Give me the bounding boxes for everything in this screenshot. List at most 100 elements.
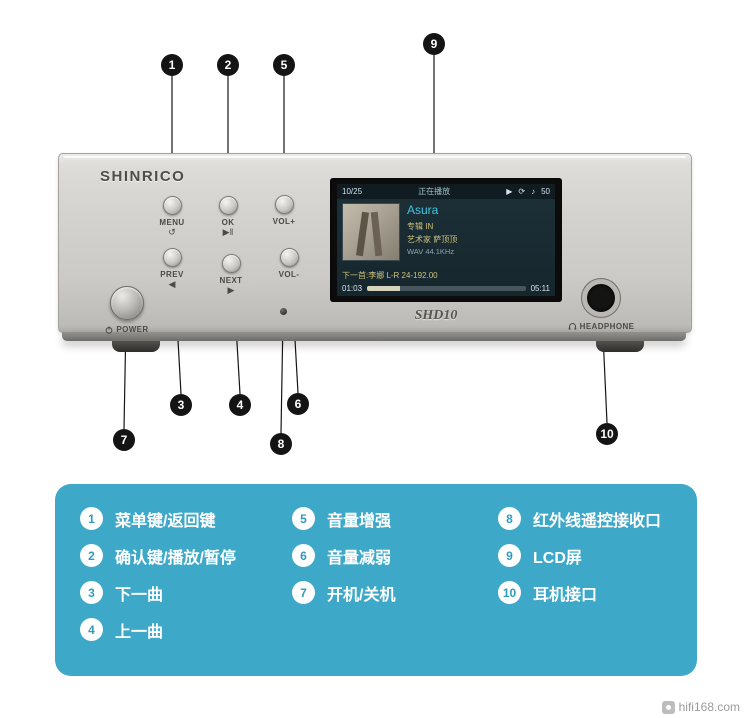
- progress-fill: [367, 286, 401, 291]
- prev-label: PREV: [160, 270, 184, 279]
- power-knob-circle: [110, 286, 144, 320]
- menu-label: MENU: [159, 218, 185, 227]
- next-button: NEXT ▶: [208, 254, 254, 295]
- screen-body: Asura 专辑 IN 艺术家 萨顶顶 WAV 44.1KHz: [337, 199, 555, 268]
- menu-button: MENU ↺: [149, 196, 195, 237]
- track-title: Asura: [407, 203, 439, 217]
- legend-item-5: 5 音量增强: [292, 507, 395, 530]
- legend-item-7: 7 开机/关机: [292, 581, 395, 604]
- callout-9: 9: [423, 33, 445, 55]
- play-state-icon: ▶: [506, 187, 513, 196]
- legend-column-2: 5 音量增强 6 音量减弱 7 开机/关机: [292, 507, 395, 604]
- volume-down-button: VOL-: [266, 248, 312, 279]
- legend-num-badge: 6: [292, 544, 315, 567]
- headphone-caption: HEADPHONE: [568, 322, 635, 331]
- track-index: 10/25: [342, 187, 363, 196]
- device-foot-left: [112, 341, 160, 352]
- legend-column-1: 1 菜单键/返回键 2 确认键/播放/暂停 3 下一曲 4 上一曲: [80, 507, 236, 641]
- legend-num-badge: 4: [80, 618, 103, 641]
- legend-item-label: 上一曲: [115, 623, 164, 641]
- legend-item-4: 4 上一曲: [80, 618, 236, 641]
- legend-panel: [55, 484, 697, 676]
- legend-item-2: 2 确认键/播放/暂停: [80, 544, 236, 567]
- legend-item-label: 菜单键/返回键: [115, 512, 216, 530]
- callout-7: 7: [113, 429, 135, 451]
- watermark-text: hifi168.com: [678, 700, 740, 714]
- watermark: hifi168.com: [661, 700, 740, 714]
- ok-button: OK ▶‖: [205, 196, 251, 237]
- legend-item-label: 开机/关机: [327, 586, 396, 604]
- return-icon: ↺: [168, 227, 176, 237]
- legend-num-badge: 9: [498, 544, 521, 567]
- next-track-line: 下一首:李娜 L-R 24-192.00: [342, 271, 438, 280]
- repeat-icon: ⟳: [518, 187, 526, 196]
- speaker-icon: ♪: [531, 187, 536, 196]
- headphone-label: HEADPHONE: [579, 322, 635, 331]
- ir-receiver-dot: [280, 308, 287, 315]
- legend-item-3: 3 下一曲: [80, 581, 236, 604]
- volume-down-knob: [279, 248, 299, 267]
- legend-item-label: 音量增强: [327, 512, 392, 530]
- legend-column-3: 8 红外线遥控接收口 9 LCD屏 10 耳机接口: [498, 507, 661, 604]
- next-knob: [221, 254, 241, 273]
- callout-10: 10: [596, 423, 618, 445]
- legend-item-9: 9 LCD屏: [498, 544, 661, 567]
- legend-item-label: 下一曲: [115, 586, 164, 604]
- volume-up-knob: [274, 195, 294, 214]
- legend-item-label: LCD屏: [533, 549, 582, 567]
- legend-item-8: 8 红外线遥控接收口: [498, 507, 661, 530]
- legend-num-badge: 8: [498, 507, 521, 530]
- legend-item-6: 6 音量减弱: [292, 544, 395, 567]
- ok-knob: [218, 196, 238, 215]
- legend-item-label: 耳机接口: [533, 586, 598, 604]
- volume-up-button: VOL+: [261, 195, 307, 226]
- volume-down-label: VOL-: [278, 270, 300, 279]
- next-icon: ▶: [227, 285, 235, 295]
- volume-up-label: VOL+: [272, 217, 296, 226]
- callout-8: 8: [270, 433, 292, 455]
- volume-value: 50: [541, 187, 550, 196]
- power-knob: POWER: [95, 286, 159, 334]
- format-line: WAV 44.1KHz: [407, 247, 455, 256]
- device-base: [62, 332, 686, 341]
- legend-item-label: 红外线遥控接收口: [533, 512, 662, 530]
- status-text: 正在播放: [418, 187, 451, 196]
- screen-bottombar: 01:03 05:11: [337, 281, 555, 296]
- prev-button: PREV ◀: [149, 248, 195, 289]
- screen-topbar: 10/25 正在播放 ▶ ⟳ ♪ 50: [337, 184, 555, 199]
- device-foot-right: [596, 341, 644, 352]
- legend-num-badge: 1: [80, 507, 103, 530]
- callout-5: 5: [273, 54, 295, 76]
- prev-icon: ◀: [168, 279, 176, 289]
- legend-num-badge: 2: [80, 544, 103, 567]
- callout-6: 6: [287, 393, 309, 415]
- menu-knob: [162, 196, 182, 215]
- legend-num-badge: 10: [498, 581, 521, 604]
- watermark-logo-icon: [661, 700, 675, 714]
- power-icon: [106, 325, 113, 334]
- ok-label: OK: [221, 218, 235, 227]
- track-meta: Asura 专辑 IN 艺术家 萨顶顶 WAV 44.1KHz: [407, 203, 457, 268]
- legend-num-badge: 7: [292, 581, 315, 604]
- prev-knob: [162, 248, 182, 267]
- legend-item-10: 10 耳机接口: [498, 581, 661, 604]
- legend-item-label: 确认键/播放/暂停: [115, 549, 236, 567]
- lcd-screen: 10/25 正在播放 ▶ ⟳ ♪ 50 Asura 专辑 IN 艺术家 萨顶顶 …: [330, 178, 562, 302]
- progress-bar: [367, 286, 526, 291]
- elapsed-time: 01:03: [342, 284, 363, 293]
- power-label: POWER: [116, 325, 149, 334]
- callout-2: 2: [217, 54, 239, 76]
- next-label: NEXT: [219, 276, 243, 285]
- callout-1: 1: [161, 54, 183, 76]
- album-line: 专辑 IN: [407, 222, 434, 231]
- callout-4: 4: [229, 394, 251, 416]
- lcd-display: 10/25 正在播放 ▶ ⟳ ♪ 50 Asura 专辑 IN 艺术家 萨顶顶 …: [337, 184, 555, 296]
- total-time: 05:11: [530, 284, 550, 293]
- legend-item-label: 音量减弱: [327, 549, 392, 567]
- legend-num-badge: 5: [292, 507, 315, 530]
- legend-num-badge: 3: [80, 581, 103, 604]
- headphone-jack: HEADPHONE: [567, 279, 635, 331]
- album-art: [342, 203, 400, 261]
- callout-3: 3: [170, 394, 192, 416]
